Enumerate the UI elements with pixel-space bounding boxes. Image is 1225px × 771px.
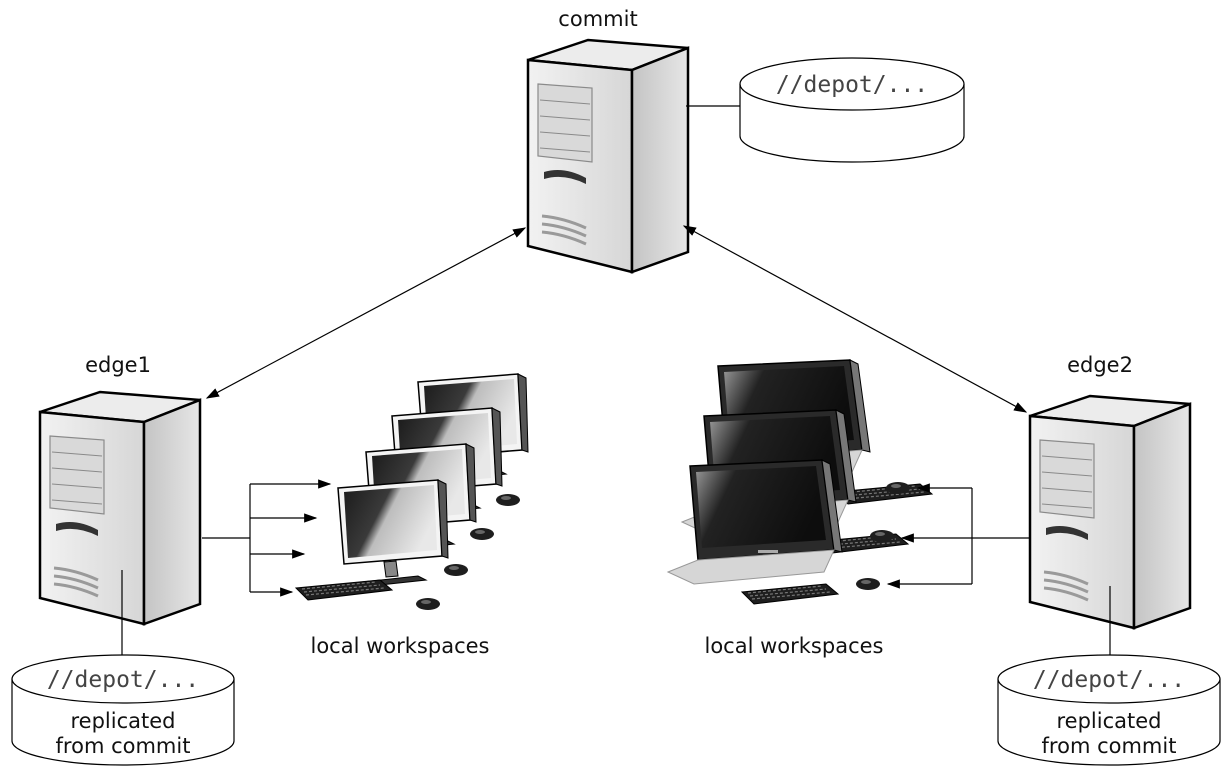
edge2-server-label: edge2 <box>1067 353 1133 377</box>
commit-depot-path: //depot/... <box>776 72 928 98</box>
mouse-icon <box>470 528 494 540</box>
keyboard-icon <box>741 583 839 605</box>
mouse-icon <box>496 494 520 506</box>
edge1-depot-note-line2: from commit <box>56 734 191 758</box>
edge1-server-icon <box>38 390 202 626</box>
desktop-monitor-icon <box>337 479 449 587</box>
keyboard-icon <box>295 579 393 601</box>
edge1-depot-note-line1: replicated <box>71 709 176 733</box>
mouse-icon <box>870 530 894 542</box>
edge1-workspace-links <box>202 479 332 597</box>
left-workstations <box>295 373 529 610</box>
all-in-one-monitor-icon <box>667 459 843 585</box>
commit-edge2-link <box>682 225 1028 413</box>
mouse-icon <box>444 564 468 576</box>
commit-depot-cylinder-icon <box>739 57 965 163</box>
commit-server-label: commit <box>558 7 637 31</box>
right-workspaces-label: local workspaces <box>705 634 884 658</box>
mouse-icon <box>886 482 910 494</box>
left-workspaces-label: local workspaces <box>311 634 490 658</box>
commit-edge1-link <box>205 227 527 399</box>
edge2-workspace-links <box>886 483 1034 589</box>
edge2-depot-cylinder-icon <box>997 654 1221 766</box>
edge1-depot-path: //depot/... <box>47 667 199 693</box>
edge2-depot-path: //depot/... <box>1033 667 1185 693</box>
right-workstations <box>667 359 933 605</box>
edge2-depot-note-line2: from commit <box>1042 734 1177 758</box>
commit-server-icon <box>526 38 690 274</box>
mouse-icon <box>416 598 440 610</box>
edge2-depot-note-line1: replicated <box>1057 709 1162 733</box>
mouse-icon <box>856 578 880 590</box>
edge1-server-label: edge1 <box>85 353 151 377</box>
edge1-depot-cylinder-icon <box>11 654 235 766</box>
